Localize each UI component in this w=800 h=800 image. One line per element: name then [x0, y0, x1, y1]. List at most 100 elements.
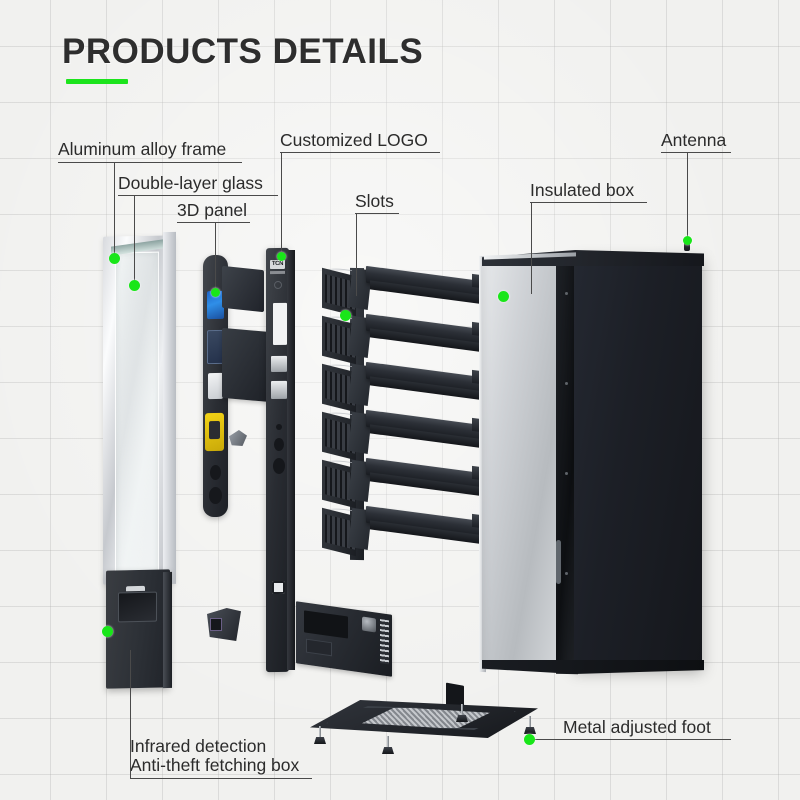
front-door-side — [287, 249, 295, 671]
foot-pad — [314, 737, 326, 744]
metal-adjusted-foot-part — [456, 704, 468, 724]
callout-leader-metal-adjusted-foot — [530, 739, 564, 740]
jamb-bolt — [565, 471, 568, 476]
control-board-part — [296, 601, 392, 677]
callout-marker-antenna — [683, 236, 692, 245]
slot-tray — [322, 503, 490, 557]
cabinet-bottom — [482, 660, 704, 674]
foot-pad — [382, 747, 394, 754]
door-hole-3 — [273, 457, 285, 475]
frame-right-post — [163, 231, 176, 585]
base-frame-part — [300, 700, 548, 754]
page-title: PRODUCTS DETAILS — [62, 32, 424, 71]
fetching-box-opening — [118, 591, 157, 623]
panel-module-lower — [222, 327, 464, 736]
foot-rod — [529, 716, 531, 729]
panel-port-1 — [210, 464, 221, 481]
callout-marker-anti-theft-fetching-box — [102, 626, 113, 637]
cabinet-side-vent — [556, 540, 561, 584]
customized-logo-mark: TCN — [270, 259, 285, 270]
callout-underline-slots — [355, 213, 399, 214]
callout-leader-aluminum-alloy-frame — [114, 162, 115, 258]
panel-card-reader — [208, 372, 223, 400]
board-pin-header — [380, 619, 389, 665]
panel-scanner-module — [205, 412, 224, 452]
logo-subtext-bar — [270, 270, 285, 275]
panel-module-upper — [222, 265, 264, 313]
callout-leader-customized-logo — [281, 152, 282, 257]
board-capacitor — [362, 616, 376, 633]
jamb-bolt — [565, 291, 568, 296]
base-mesh — [362, 707, 490, 729]
fetching-box-handle — [126, 585, 145, 592]
callout-marker-customized-logo — [277, 252, 286, 261]
cabinet-interior-panel — [482, 257, 566, 671]
slot-tray — [322, 359, 490, 413]
slots-rack-part — [322, 263, 492, 561]
callout-label-customized-logo: Customized LOGO — [280, 130, 428, 150]
callout-marker-double-layer-glass — [129, 280, 140, 291]
panel-port-2 — [209, 486, 222, 505]
fetching-box-part — [106, 569, 170, 689]
callout-leader-slots — [356, 213, 357, 296]
callout-leader-antenna — [687, 152, 688, 240]
jamb-bolt — [565, 381, 568, 386]
foot-pad — [524, 727, 536, 734]
front-door-column-part: TCN — [266, 247, 289, 673]
frame-glazing — [115, 251, 159, 575]
slot-tray — [322, 455, 490, 509]
callout-leader-double-layer-glass — [134, 195, 135, 285]
door-window-upper — [271, 355, 287, 373]
callout-underline-aluminum-alloy-frame — [58, 162, 242, 163]
metal-adjusted-foot-part — [524, 716, 536, 736]
callout-leader-insulated-box — [531, 202, 532, 294]
slot-tray — [322, 407, 490, 461]
door-lock — [272, 580, 285, 595]
mounting-bracket-part — [207, 608, 241, 641]
callout-underline-metal-adjusted-foot — [563, 739, 731, 740]
callout-marker-slots — [340, 310, 351, 321]
callout-marker-3d-panel — [211, 288, 220, 297]
metal-adjusted-foot-part — [382, 736, 394, 756]
slot-tray — [322, 311, 490, 365]
foot-rod — [461, 704, 463, 717]
callout-underline-antenna — [661, 152, 731, 153]
callout-label-slots: Slots — [355, 191, 394, 211]
panel-clip — [229, 430, 247, 446]
metal-adjusted-foot-part — [314, 726, 326, 746]
callout-marker-aluminum-alloy-frame — [109, 253, 120, 264]
callout-label-insulated-box: Insulated box — [530, 180, 635, 200]
callout-label-infrared-anti-theft: Infrared detection Anti-theft fetching b… — [130, 736, 300, 775]
callout-label-double-layer-glass: Double-layer glass — [118, 173, 263, 193]
foot-pad — [456, 715, 468, 722]
door-window-main — [273, 302, 287, 346]
foot-rod — [387, 736, 389, 749]
callout-leader-infrared-anti-theft — [130, 650, 131, 779]
fetching-box-side — [163, 571, 172, 689]
scanner-window — [209, 420, 220, 440]
bracket-window — [210, 618, 222, 631]
callout-underline-insulated-box — [530, 202, 647, 203]
callout-leader-3d-panel — [215, 222, 216, 294]
callout-label-aluminum-alloy-frame: Aluminum alloy frame — [58, 139, 227, 159]
callout-underline-customized-logo — [280, 152, 440, 153]
slot-tray — [322, 263, 490, 317]
door-window-lower — [271, 380, 287, 400]
insulated-box-part — [574, 256, 702, 668]
callout-underline-3d-panel — [177, 222, 250, 223]
board-chip-small — [306, 638, 332, 657]
door-hole-1 — [276, 423, 282, 431]
board-chip-large — [304, 610, 348, 639]
callout-label-antenna: Antenna — [661, 130, 727, 150]
door-knob — [274, 280, 282, 290]
jamb-bolt — [565, 571, 568, 576]
callout-underline-infrared-anti-theft — [130, 778, 312, 779]
callout-marker-metal-adjusted-foot — [524, 734, 535, 745]
callout-label-3d-panel: 3D panel — [177, 200, 248, 220]
door-hole-2 — [274, 437, 284, 452]
callout-underline-double-layer-glass — [118, 195, 278, 196]
title-accent-rule — [66, 79, 128, 84]
callout-label-metal-adjusted-foot: Metal adjusted foot — [563, 717, 711, 737]
callout-marker-insulated-box — [498, 291, 509, 302]
